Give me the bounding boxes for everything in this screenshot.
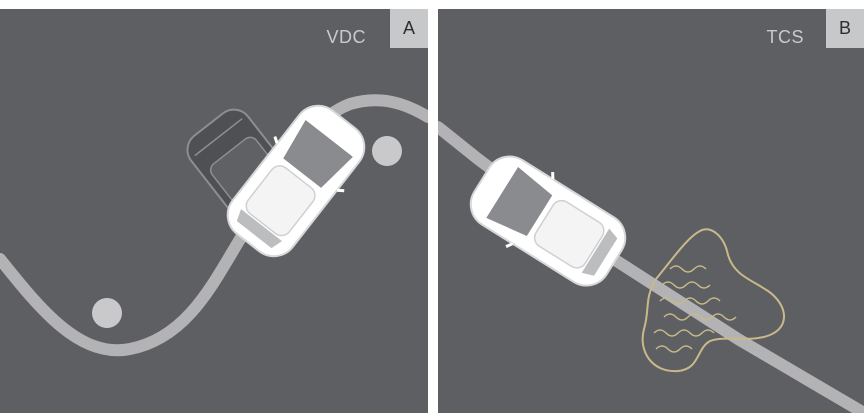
vdc-panel: VDC A [0,9,428,413]
vdc-illustration [0,9,428,413]
panel-badge-b: B [826,9,864,48]
obstacle-icon [92,298,122,328]
obstacle-icon [372,136,402,166]
panel-badge-a: A [390,9,428,48]
tcs-illustration [438,9,864,413]
tcs-panel: TCS B [438,9,864,413]
vdc-label: VDC [326,18,366,57]
tcs-label: TCS [767,18,805,57]
